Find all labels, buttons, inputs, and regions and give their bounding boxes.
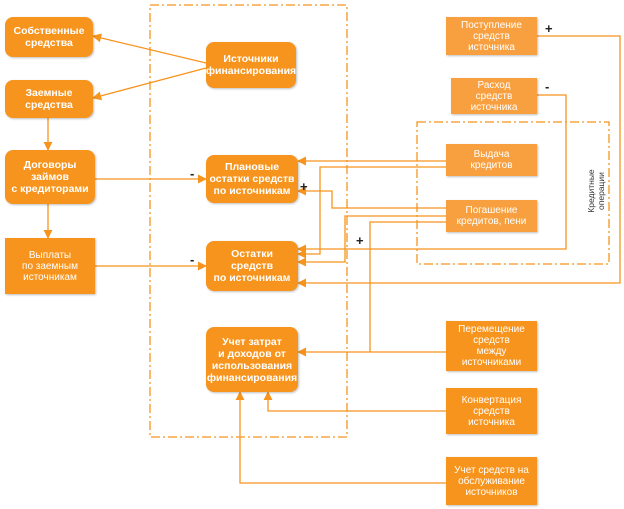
arrow-conversion-to-costs [263, 391, 446, 412]
node-source-balances: Остатки средств по источникам [206, 241, 298, 291]
node-loan-payments: Выплаты по заемным источникам [5, 238, 95, 294]
arrow-expense-to-balances [297, 94, 567, 254]
node-borrowed-funds: Заемные средства [5, 80, 93, 118]
node-income: Поступление средств источника [446, 17, 537, 55]
arrow-repayment-to-planned [297, 186, 446, 209]
arrow-income-to-balances [297, 35, 621, 288]
node-conversion: Конвертация средств источника [446, 388, 537, 434]
credit-operations-label: Кредитные операции [586, 169, 606, 213]
sign-minus-planned: - [190, 166, 195, 181]
arrow-issue-to-balances [297, 166, 446, 259]
credit-operations-frame [416, 121, 610, 265]
sign-plus-planned: + [300, 179, 308, 194]
sign-minus-expense: - [545, 79, 550, 94]
arrow-repayment-to-balances [297, 215, 446, 267]
sign-plus-income: + [545, 21, 553, 36]
node-loan-repayment: Погашение кредитов, пени [446, 200, 537, 232]
arrow-sources-to-borrowed [92, 67, 207, 101]
node-cost-accounting: Учет затрат и доходов от использования ф… [206, 327, 298, 392]
node-transfer: Перемещение средств между источниками [446, 321, 537, 371]
arrow-sources-to-own [92, 33, 207, 64]
sign-minus-balances: - [190, 252, 195, 267]
node-funding-sources: Источники финансирования [206, 42, 296, 88]
node-loan-agreements: Договоры займов с кредиторами [5, 150, 95, 204]
arrow-repayment-to-costs [369, 221, 446, 352]
node-expense: Расход средств источника [451, 78, 537, 114]
node-own-funds: Собственные средства [5, 17, 93, 57]
node-loan-issue: Выдача кредитов [446, 144, 537, 176]
arrow-service-to-costs [235, 391, 446, 484]
node-planned-balances: Плановые остатки средств по источникам [206, 155, 298, 203]
sign-plus-repayment: + [356, 233, 364, 248]
node-service-accounting: Учет средств на обслуживание источников [446, 457, 537, 505]
accounting-frame [149, 4, 348, 438]
